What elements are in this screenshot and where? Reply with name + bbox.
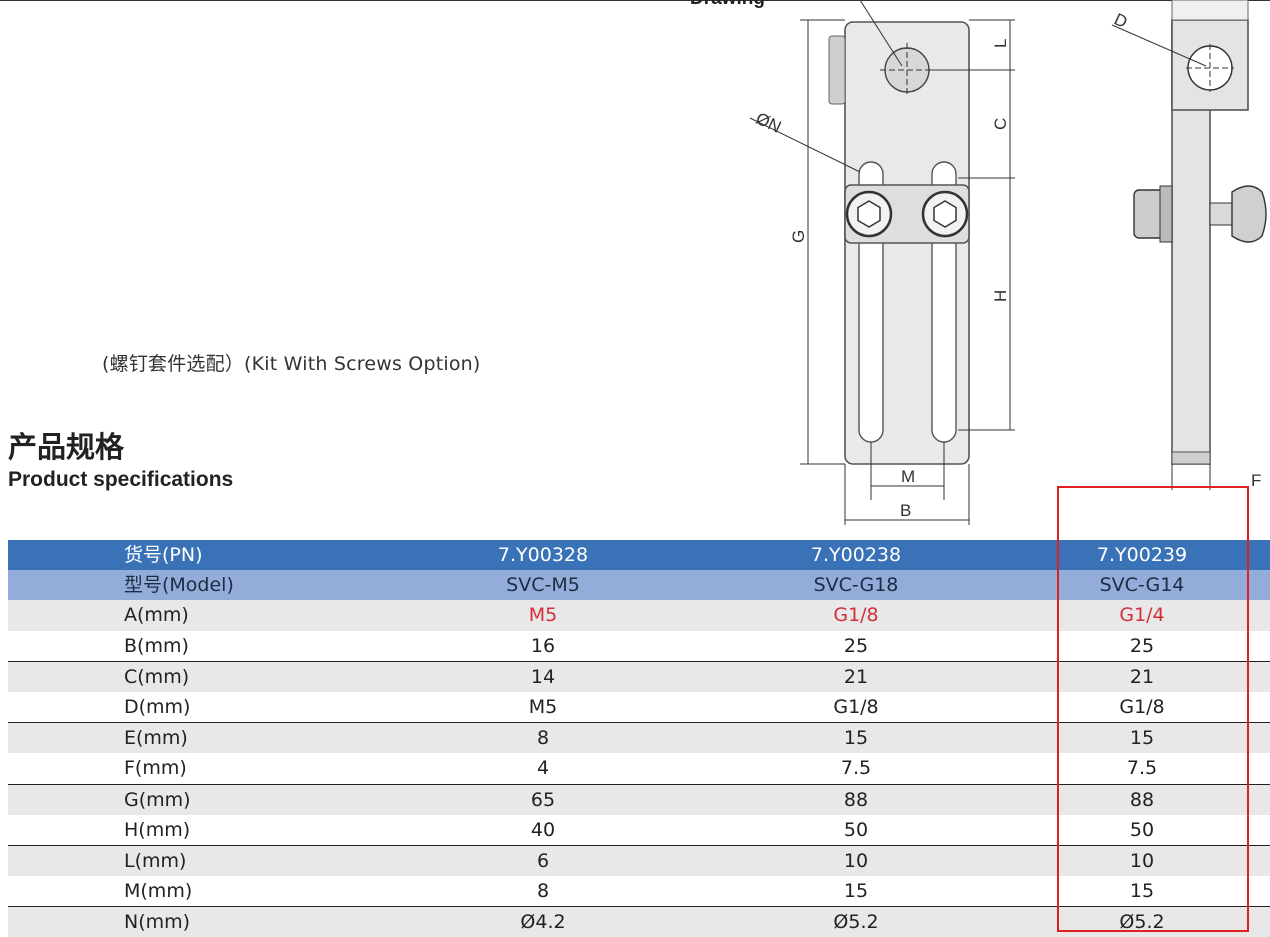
row-label: H(mm)	[8, 814, 388, 846]
row-label: F(mm)	[8, 753, 388, 785]
dim-label-l: L	[991, 39, 1010, 48]
thumb-nut	[1231, 185, 1267, 243]
spec-row-a: A(mm) M5 G1/8 G1/4	[8, 600, 1270, 631]
row-label: 型号(Model)	[8, 570, 388, 601]
spec-row-h: H(mm) 40 50 50	[8, 814, 1270, 846]
cell-value: 16	[388, 630, 698, 662]
cell-value: 14	[388, 661, 698, 692]
cell-value: 15	[698, 876, 1014, 908]
dim-label-h: H	[991, 290, 1010, 302]
cell-value: 7.Y00328	[388, 540, 698, 571]
cell-value: M5	[388, 691, 698, 724]
dim-label-d: D	[1111, 9, 1130, 31]
top-rule	[0, 0, 1270, 1]
spec-row-n: N(mm) Ø4.2 Ø5.2 Ø5.2	[8, 906, 1270, 937]
side-tab	[828, 35, 846, 105]
cell-value: SVC-G14	[1014, 570, 1270, 601]
side-view-foot	[1171, 451, 1211, 465]
row-label: A(mm)	[8, 600, 388, 631]
product-spec-table: 货号(PN) 7.Y00328 7.Y00238 7.Y00239 型号(Mod…	[8, 540, 1270, 937]
row-label: 货号(PN)	[8, 540, 388, 571]
cell-value: 88	[1014, 784, 1270, 815]
row-label: C(mm)	[8, 661, 388, 692]
spec-row-l: L(mm) 6 10 10	[8, 845, 1270, 877]
cell-value: 21	[1014, 661, 1270, 692]
cell-value: 7.Y00238	[698, 540, 1014, 571]
cell-value: 50	[1014, 814, 1270, 846]
dim-label-m: M	[901, 467, 915, 486]
cell-value: 40	[388, 814, 698, 846]
spec-row-pn: 货号(PN) 7.Y00328 7.Y00238 7.Y00239	[8, 540, 1270, 571]
cell-value: 4	[388, 753, 698, 785]
spec-row-d: D(mm) M5 G1/8 G1/8	[8, 691, 1270, 724]
cell-value: 65	[388, 784, 698, 815]
specs-title-en: Product specifications	[8, 468, 234, 491]
cell-value: 10	[698, 845, 1014, 877]
specs-title-cn: 产品规格	[8, 430, 125, 464]
row-label: E(mm)	[8, 722, 388, 754]
cell-value: Ø5.2	[1014, 906, 1270, 937]
cell-value: 15	[1014, 876, 1270, 908]
cell-value: 15	[1014, 722, 1270, 754]
cell-value: 25	[698, 630, 1014, 662]
cell-value: Ø4.2	[388, 906, 698, 937]
cell-value: 8	[388, 876, 698, 908]
kit-with-screws-note: (螺钉套件选配）(Kit With Screws Option)	[102, 353, 481, 375]
cell-value: SVC-G18	[698, 570, 1014, 601]
spec-row-f: F(mm) 4 7.5 7.5	[8, 753, 1270, 785]
spec-row-m: M(mm) 8 15 15	[8, 876, 1270, 908]
cell-value: Ø5.2	[698, 906, 1014, 937]
cell-value: 88	[698, 784, 1014, 815]
cell-value: G1/8	[1014, 691, 1270, 724]
cell-value: 7.5	[698, 753, 1014, 785]
row-label: D(mm)	[8, 691, 388, 724]
cell-value: 21	[698, 661, 1014, 692]
cell-value: SVC-M5	[388, 570, 698, 601]
cell-value: G1/8	[698, 600, 1014, 631]
cell-value: G1/4	[1014, 600, 1270, 631]
row-label: M(mm)	[8, 876, 388, 908]
dim-label-g: G	[789, 230, 808, 243]
spec-row-b: B(mm) 16 25 25	[8, 630, 1270, 662]
cell-value: 10	[1014, 845, 1270, 877]
dim-label-b: B	[900, 501, 911, 520]
cell-value: 25	[1014, 630, 1270, 662]
row-label: N(mm)	[8, 906, 388, 937]
spec-row-g: G(mm) 65 88 88	[8, 784, 1270, 815]
dim-label-c: C	[991, 118, 1010, 130]
cell-value: 50	[698, 814, 1014, 846]
row-label: G(mm)	[8, 784, 388, 815]
cell-value: 6	[388, 845, 698, 877]
spec-row-model: 型号(Model) SVC-M5 SVC-G18 SVC-G14	[8, 570, 1270, 601]
cell-value: G1/8	[698, 691, 1014, 724]
technical-drawing: ØN L C G H M B D F	[749, 0, 1267, 525]
dim-label-f: F	[1251, 471, 1261, 490]
spec-row-e: E(mm) 8 15 15	[8, 722, 1270, 754]
spec-row-c: C(mm) 14 21 21	[8, 661, 1270, 692]
cell-value: 7.Y00239	[1014, 540, 1270, 571]
cell-value: 8	[388, 722, 698, 754]
cell-value: M5	[388, 600, 698, 631]
drawing-title: Drawing	[690, 0, 765, 10]
row-label: B(mm)	[8, 630, 388, 662]
cell-value: 7.5	[1014, 753, 1270, 785]
row-label: L(mm)	[8, 845, 388, 877]
cell-value: 15	[698, 722, 1014, 754]
